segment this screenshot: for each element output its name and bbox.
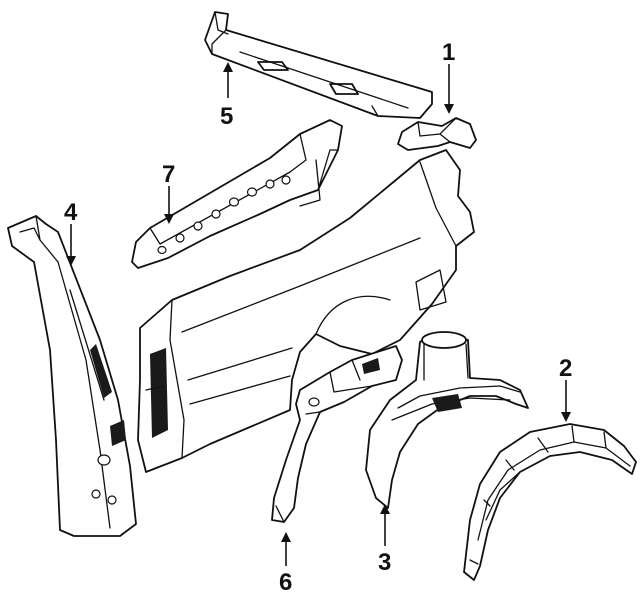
leader-4 (66, 224, 76, 266)
callout-label-4: 4 (64, 199, 78, 226)
leader-2 (561, 380, 571, 422)
part-6-inner-brace (271, 345, 403, 523)
part-1-upper-extension (397, 117, 477, 151)
callout-label-3: 3 (378, 549, 391, 576)
callout-label-6: 6 (279, 569, 292, 596)
leader-6 (281, 532, 291, 566)
quarter-panel (137, 149, 475, 473)
callout-leaders (66, 62, 571, 566)
callout-label-2: 2 (559, 355, 572, 382)
part-7-inner-reinforcement (131, 119, 343, 269)
callout-label-7: 7 (162, 161, 175, 188)
callout-label-5: 5 (220, 103, 233, 130)
leader-7 (164, 186, 174, 224)
callout-labels: 1 2 3 4 5 6 7 (64, 39, 572, 596)
part-2-wheelhouse-liner (463, 423, 637, 581)
part-4-lock-pillar (7, 215, 137, 537)
leader-3 (380, 504, 390, 546)
leader-1 (444, 64, 454, 114)
leader-5 (223, 62, 233, 98)
callout-label-1: 1 (442, 39, 455, 66)
part-5-upper-rail (204, 11, 433, 119)
part-3-inner-wheelhouse (365, 331, 529, 509)
